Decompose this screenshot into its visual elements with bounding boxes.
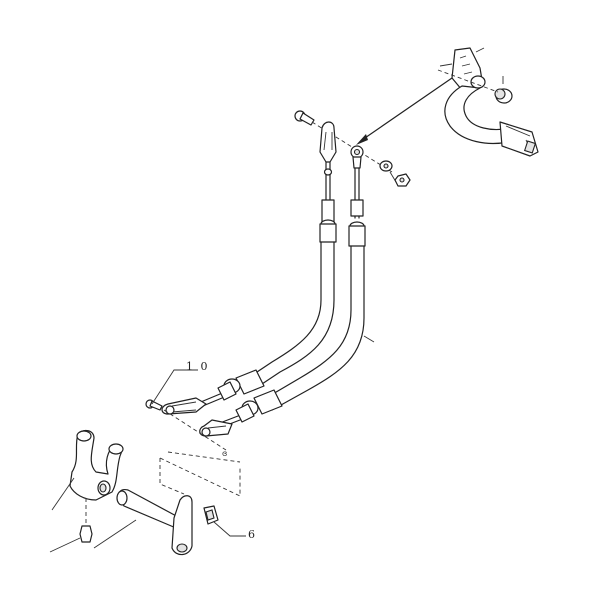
- lower-clevis-right: [199, 419, 233, 437]
- bushing: [494, 76, 513, 104]
- callout-6-leader: [213, 521, 246, 537]
- cable-right: [211, 167, 375, 431]
- washer: [379, 160, 397, 183]
- lower-clevis-left: [161, 397, 207, 415]
- upper-cable-ends: [294, 110, 411, 187]
- cable-sheath-left: [247, 241, 322, 379]
- pedal-assembly: [437, 47, 539, 157]
- cable-sheath-right: [265, 245, 352, 399]
- nut: [394, 173, 411, 187]
- callout-10-label: 1 0: [186, 360, 210, 373]
- connection-arrow: [356, 77, 453, 145]
- set-bolt: [49, 498, 93, 553]
- assembly-reference-box: [159, 451, 241, 497]
- callout-6-label: 6: [248, 528, 257, 541]
- clip: [203, 505, 246, 537]
- cable-left: [195, 161, 337, 409]
- svg-text:ɞ: ɞ: [222, 449, 227, 458]
- callout-10-leader: [151, 369, 198, 405]
- shift-fork: [51, 429, 124, 511]
- upper-clevis-right: [350, 145, 364, 169]
- upper-clevis-left: [319, 121, 337, 163]
- shift-shaft: [93, 489, 193, 556]
- clevis-pin-upper: [294, 110, 315, 126]
